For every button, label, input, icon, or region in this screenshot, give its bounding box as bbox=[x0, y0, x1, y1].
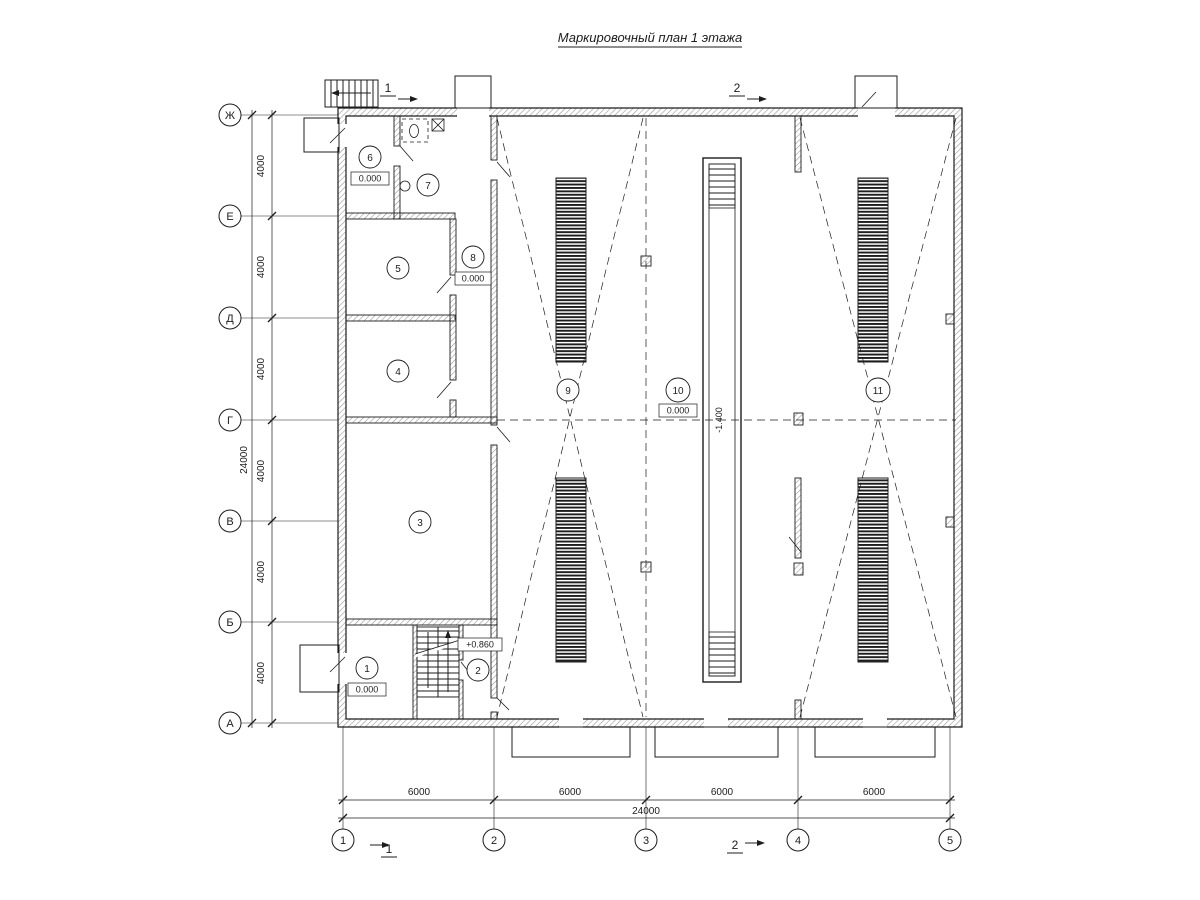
axis-row-e: Е bbox=[226, 211, 233, 223]
dim-left-2: 4000 bbox=[256, 357, 267, 380]
dim-left-1: 4000 bbox=[256, 255, 267, 278]
room-number-11: 11 bbox=[873, 386, 884, 397]
axis-row-g: Г bbox=[227, 415, 233, 427]
axis-row-v: В bbox=[226, 516, 233, 528]
section-2-top-arrow bbox=[759, 96, 767, 102]
wc-cabin bbox=[401, 118, 429, 143]
dim-bottom-3: 6000 bbox=[863, 787, 886, 798]
page-title: Маркировочный план 1 этажа bbox=[558, 30, 743, 45]
dim-left-total: 24000 bbox=[239, 446, 250, 474]
left-porch-bottom bbox=[299, 644, 340, 693]
section-2-bottom-label: 2 bbox=[732, 838, 739, 852]
axis-row-b: Б bbox=[226, 617, 233, 629]
dim-bottom-1: 6000 bbox=[559, 787, 582, 798]
room-number-5: 5 bbox=[395, 264, 401, 275]
room-numbers: 1 2 3 4 5 6 7 8 9 10 11 bbox=[364, 153, 883, 677]
sanitary-fixtures bbox=[399, 118, 445, 192]
dim-left-3: 4000 bbox=[256, 459, 267, 482]
floor-grate-strips bbox=[555, 177, 889, 663]
axis-col-bubbles bbox=[331, 828, 962, 852]
section-marks: 1 2 1 2 bbox=[370, 81, 767, 858]
stair-break-line bbox=[414, 639, 461, 655]
bottom-platform-2 bbox=[654, 726, 779, 758]
room-bubbles bbox=[355, 145, 891, 682]
left-porch-top bbox=[303, 117, 340, 153]
axis-col-labels: 1 2 3 4 5 bbox=[340, 835, 953, 847]
room-number-1: 1 bbox=[364, 664, 370, 675]
exterior-stair bbox=[324, 79, 379, 108]
room-number-9: 9 bbox=[565, 386, 571, 397]
section-1-bottom-label: 1 bbox=[386, 842, 393, 856]
axis-col-1: 1 bbox=[340, 835, 346, 847]
stair-direction-arrow bbox=[331, 90, 339, 96]
bottom-platform-1 bbox=[511, 726, 631, 758]
bottom-platform-3 bbox=[814, 726, 936, 758]
dimension-labels: 4000 4000 4000 4000 4000 4000 24000 6000… bbox=[239, 154, 886, 817]
section-2-bottom-arrow bbox=[757, 840, 765, 846]
dim-bottom-total: 24000 bbox=[632, 806, 660, 817]
axis-row-labels: Ж Е Д Г В Б А bbox=[225, 110, 235, 730]
vent-shaft bbox=[431, 118, 445, 132]
room-number-2: 2 bbox=[475, 666, 481, 677]
axis-extension-lines bbox=[241, 114, 951, 829]
room-number-3: 3 bbox=[417, 518, 423, 529]
roof-slope-lines bbox=[496, 117, 957, 718]
room-number-8: 8 bbox=[470, 253, 476, 264]
elevation-room6: 0.000 bbox=[359, 174, 382, 184]
pit-ladder-bottom bbox=[708, 631, 736, 677]
room-number-6: 6 bbox=[367, 153, 373, 164]
elevation-room10: 0.000 bbox=[667, 406, 690, 416]
axis-col-5: 5 bbox=[947, 835, 953, 847]
drawing-title: Маркировочный план 1 этажа bbox=[558, 30, 743, 48]
section-2-top-label: 2 bbox=[734, 81, 741, 95]
axis-row-a: А bbox=[226, 718, 234, 730]
sink-symbol bbox=[399, 180, 411, 192]
dim-bottom-0: 6000 bbox=[408, 787, 431, 798]
room-number-10: 10 bbox=[672, 386, 684, 397]
section-1-top-arrow bbox=[410, 96, 418, 102]
elevation-marks: 0.000 0.000 0.000 0.000 +0.860 -1.400 bbox=[347, 171, 724, 697]
central-pit bbox=[702, 157, 742, 683]
dimension-ticks bbox=[247, 110, 955, 823]
wall-openings bbox=[337, 107, 895, 728]
elevation-stair-landing: +0.860 bbox=[466, 640, 494, 650]
elevation-pit: -1.400 bbox=[714, 407, 724, 433]
outer-wall bbox=[337, 107, 963, 728]
room-number-7: 7 bbox=[425, 181, 431, 192]
door-leaves bbox=[329, 91, 877, 711]
annexes-and-platforms bbox=[299, 75, 936, 758]
dim-left-4: 4000 bbox=[256, 560, 267, 583]
section-1-top-label: 1 bbox=[385, 81, 392, 95]
stair-up-arrow bbox=[445, 630, 451, 638]
dim-bottom-2: 6000 bbox=[711, 787, 734, 798]
toilet-symbol bbox=[409, 124, 419, 138]
room-number-4: 4 bbox=[395, 367, 401, 378]
elevation-room1: 0.000 bbox=[356, 685, 379, 695]
dim-left-5: 4000 bbox=[256, 661, 267, 684]
axis-col-2: 2 bbox=[491, 835, 497, 847]
top-vestibule-2 bbox=[854, 75, 898, 109]
section-1-bottom-arrow bbox=[382, 842, 390, 848]
axis-row-zh: Ж bbox=[225, 110, 235, 122]
top-vestibule-1 bbox=[454, 75, 492, 109]
dim-left-0: 4000 bbox=[256, 154, 267, 177]
elevation-room8: 0.000 bbox=[462, 274, 485, 284]
pit-ladder-top bbox=[708, 163, 736, 209]
axis-row-bubbles bbox=[218, 103, 242, 735]
axis-row-d: Д bbox=[226, 313, 234, 325]
axis-col-4: 4 bbox=[795, 835, 801, 847]
interior-stair bbox=[414, 626, 461, 698]
axis-col-3: 3 bbox=[643, 835, 649, 847]
